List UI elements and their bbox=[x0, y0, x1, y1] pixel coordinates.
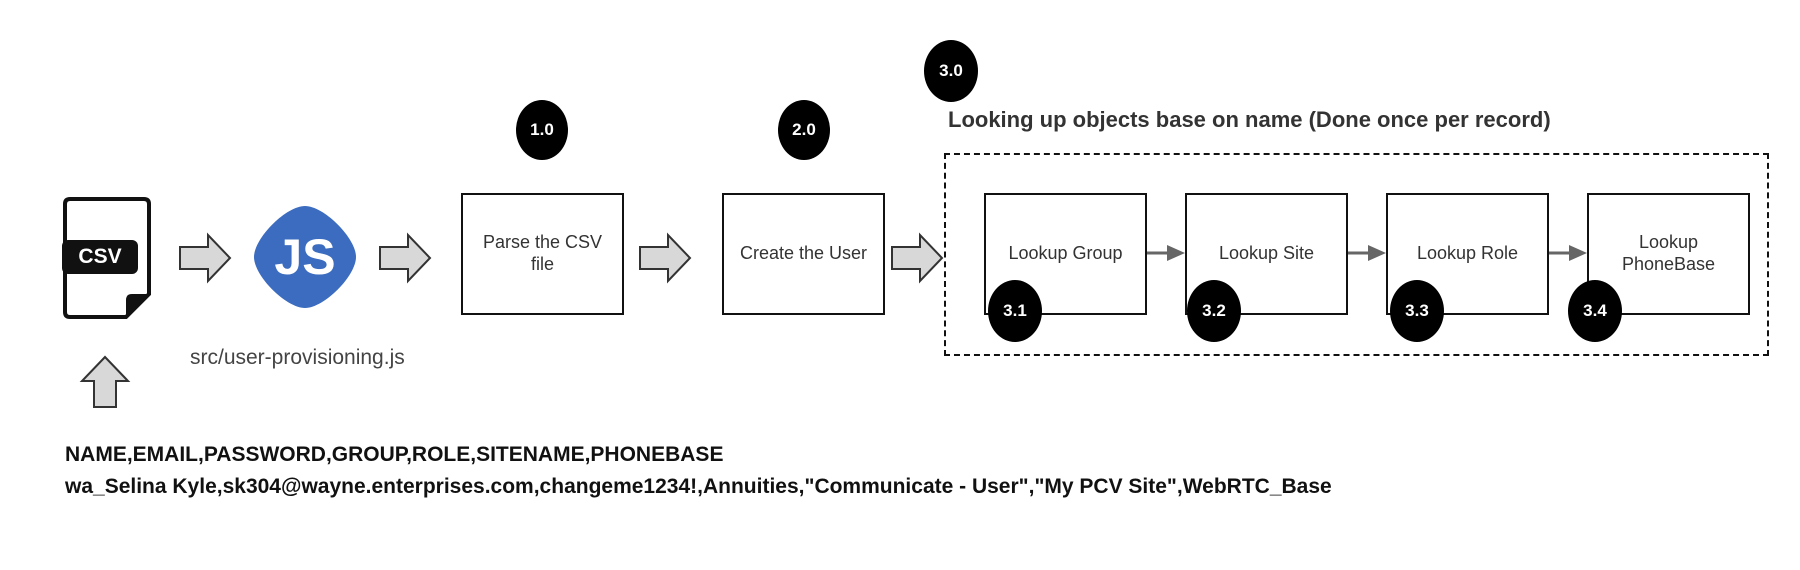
lookup-group-box: Lookup Group bbox=[984, 193, 1147, 315]
javascript-logo-icon bbox=[254, 206, 356, 308]
connector-arrow bbox=[1147, 245, 1185, 261]
step-badge-1-0: 1.0 bbox=[516, 100, 568, 160]
step-badge-3-2: 3.2 bbox=[1187, 280, 1241, 342]
csv-file-icon bbox=[62, 197, 151, 319]
create-user-box: Create the User bbox=[722, 193, 885, 315]
script-path-label: src/user-provisioning.js bbox=[190, 346, 405, 369]
step-badge-3-4: 3.4 bbox=[1568, 280, 1622, 342]
csv-sample-row: wa_Selina Kyle,sk304@wayne.enterprises.c… bbox=[65, 475, 1332, 498]
step-badge-2-0: 2.0 bbox=[778, 100, 830, 160]
step-badge-3-3: 3.3 bbox=[1390, 280, 1444, 342]
step-badge-3-0: 3.0 bbox=[924, 40, 978, 102]
right-arrow-icon bbox=[179, 232, 232, 284]
right-arrow-icon bbox=[639, 232, 692, 284]
connector-arrow bbox=[1549, 245, 1587, 261]
javascript-logo-label: JS bbox=[274, 229, 336, 285]
right-arrow-icon bbox=[379, 232, 432, 284]
right-arrow-icon bbox=[891, 232, 944, 284]
connector-arrow bbox=[1348, 245, 1386, 261]
step-badge-3-1: 3.1 bbox=[988, 280, 1042, 342]
up-arrow-icon bbox=[79, 355, 131, 408]
parse-csv-box: Parse the CSV file bbox=[461, 193, 624, 315]
lookup-group-heading: Looking up objects base on name (Done on… bbox=[948, 107, 1551, 132]
csv-header-line: NAME,EMAIL,PASSWORD,GROUP,ROLE,SITENAME,… bbox=[65, 443, 724, 466]
lookup-dashed-container bbox=[944, 153, 1769, 356]
csv-file-label: CSV bbox=[78, 245, 122, 268]
